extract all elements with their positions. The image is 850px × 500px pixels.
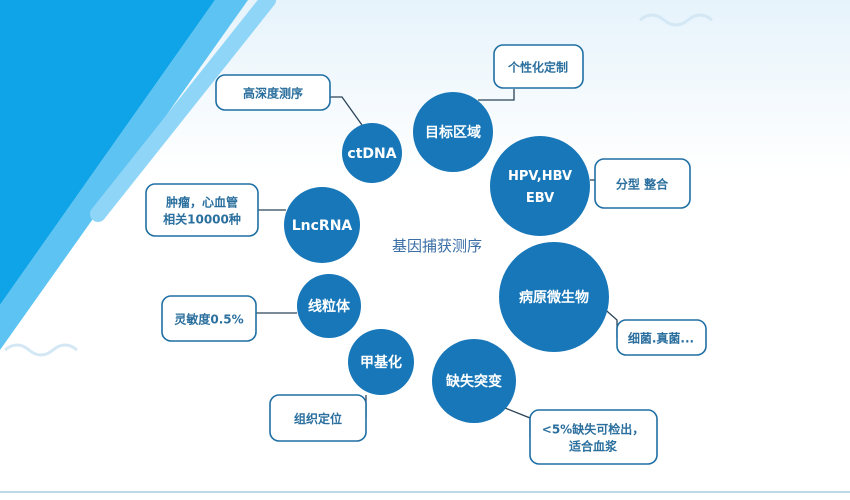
- node-label-hpv: HPV,HBV: [508, 169, 572, 184]
- node-target: [413, 92, 493, 172]
- box-tissue: [269, 394, 367, 442]
- node-ctdna: [342, 123, 402, 183]
- node-hpv: [490, 136, 590, 236]
- box-label-tissue: 组织定位: [294, 411, 342, 426]
- node-label-pathogen: 病原微生物: [519, 289, 589, 306]
- node-label-mutation: 缺失突变: [446, 373, 502, 390]
- node-mito: [297, 274, 361, 338]
- node-label-ctdna: ctDNA: [347, 146, 396, 162]
- light-blue-stripe: [90, 0, 276, 222]
- node-lncrna: [284, 187, 360, 263]
- connector-deep: [330, 96, 363, 126]
- box-label-deletion: <5%缺失可检出，: [542, 422, 644, 437]
- node-label-hpv: EBV: [526, 191, 554, 206]
- node-label-lncrna: LncRNA: [292, 218, 353, 234]
- box-label-tumor: 肿瘤，心血管: [166, 195, 238, 210]
- box-deletion: [529, 409, 658, 465]
- center-label: 基因捕获测序: [392, 237, 482, 255]
- box-label-sensitivity: 灵敏度0.5%: [174, 312, 243, 327]
- node-label-target: 目标区域: [425, 124, 481, 141]
- box-sensitivity: [161, 295, 257, 342]
- box-tumor: [145, 183, 259, 237]
- node-label-mito: 线粒体: [308, 298, 351, 315]
- box-label-deletion: 适合血浆: [569, 439, 618, 454]
- box-typing: [594, 158, 691, 209]
- box-bacteria: [616, 319, 707, 356]
- node-methyl: [348, 329, 414, 395]
- box-label-tumor: 相关10000种: [163, 212, 241, 227]
- faint-helix-icon: [639, 13, 713, 27]
- box-label-bacteria: 细菌.真菌...: [628, 331, 694, 346]
- box-deep: [215, 74, 331, 111]
- box-label-personal: 个性化定制: [507, 60, 568, 75]
- box-personal: [493, 44, 584, 89]
- faint-helix-icon: [4, 343, 78, 357]
- node-mutation: [432, 339, 516, 423]
- connector-personal: [478, 89, 515, 101]
- node-label-methyl: 甲基化: [360, 354, 402, 371]
- box-label-deep: 高深度测序: [243, 86, 303, 101]
- box-label-typing: 分型 整合: [616, 177, 669, 192]
- node-pathogen: [499, 242, 609, 352]
